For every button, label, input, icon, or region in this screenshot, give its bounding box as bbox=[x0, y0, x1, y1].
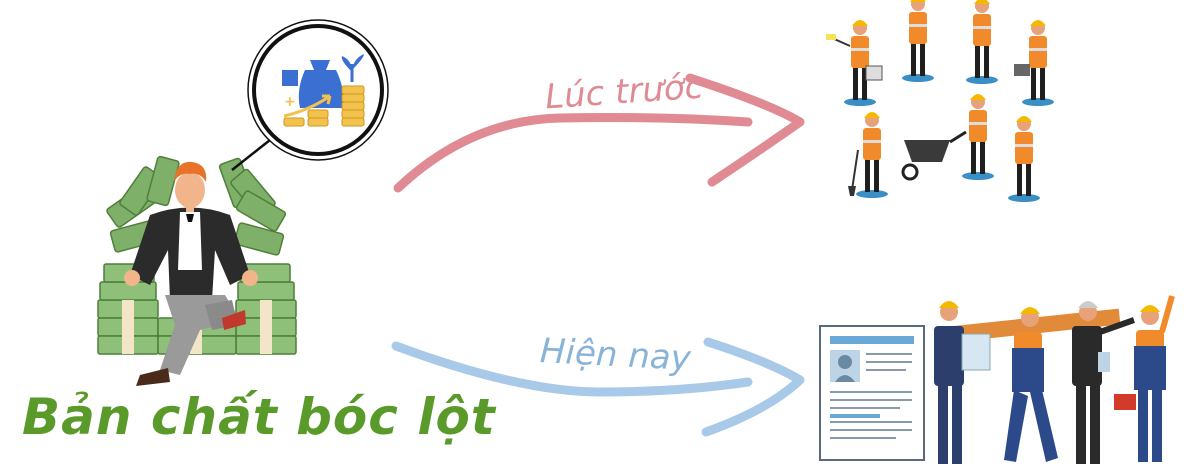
caption-title: Bản chất bóc lột bbox=[22, 388, 496, 446]
arrow-now bbox=[391, 337, 805, 437]
capitalist-on-money-icon bbox=[97, 155, 297, 386]
arrow-now-label: Hiện nay bbox=[539, 331, 692, 379]
investment-growth-icon: + bbox=[231, 19, 389, 171]
arrow-before bbox=[393, 73, 805, 193]
svg-text:+: + bbox=[284, 94, 296, 110]
modern-workers-resume-icon bbox=[819, 295, 1175, 464]
manual-workers-icon bbox=[826, 0, 1054, 202]
